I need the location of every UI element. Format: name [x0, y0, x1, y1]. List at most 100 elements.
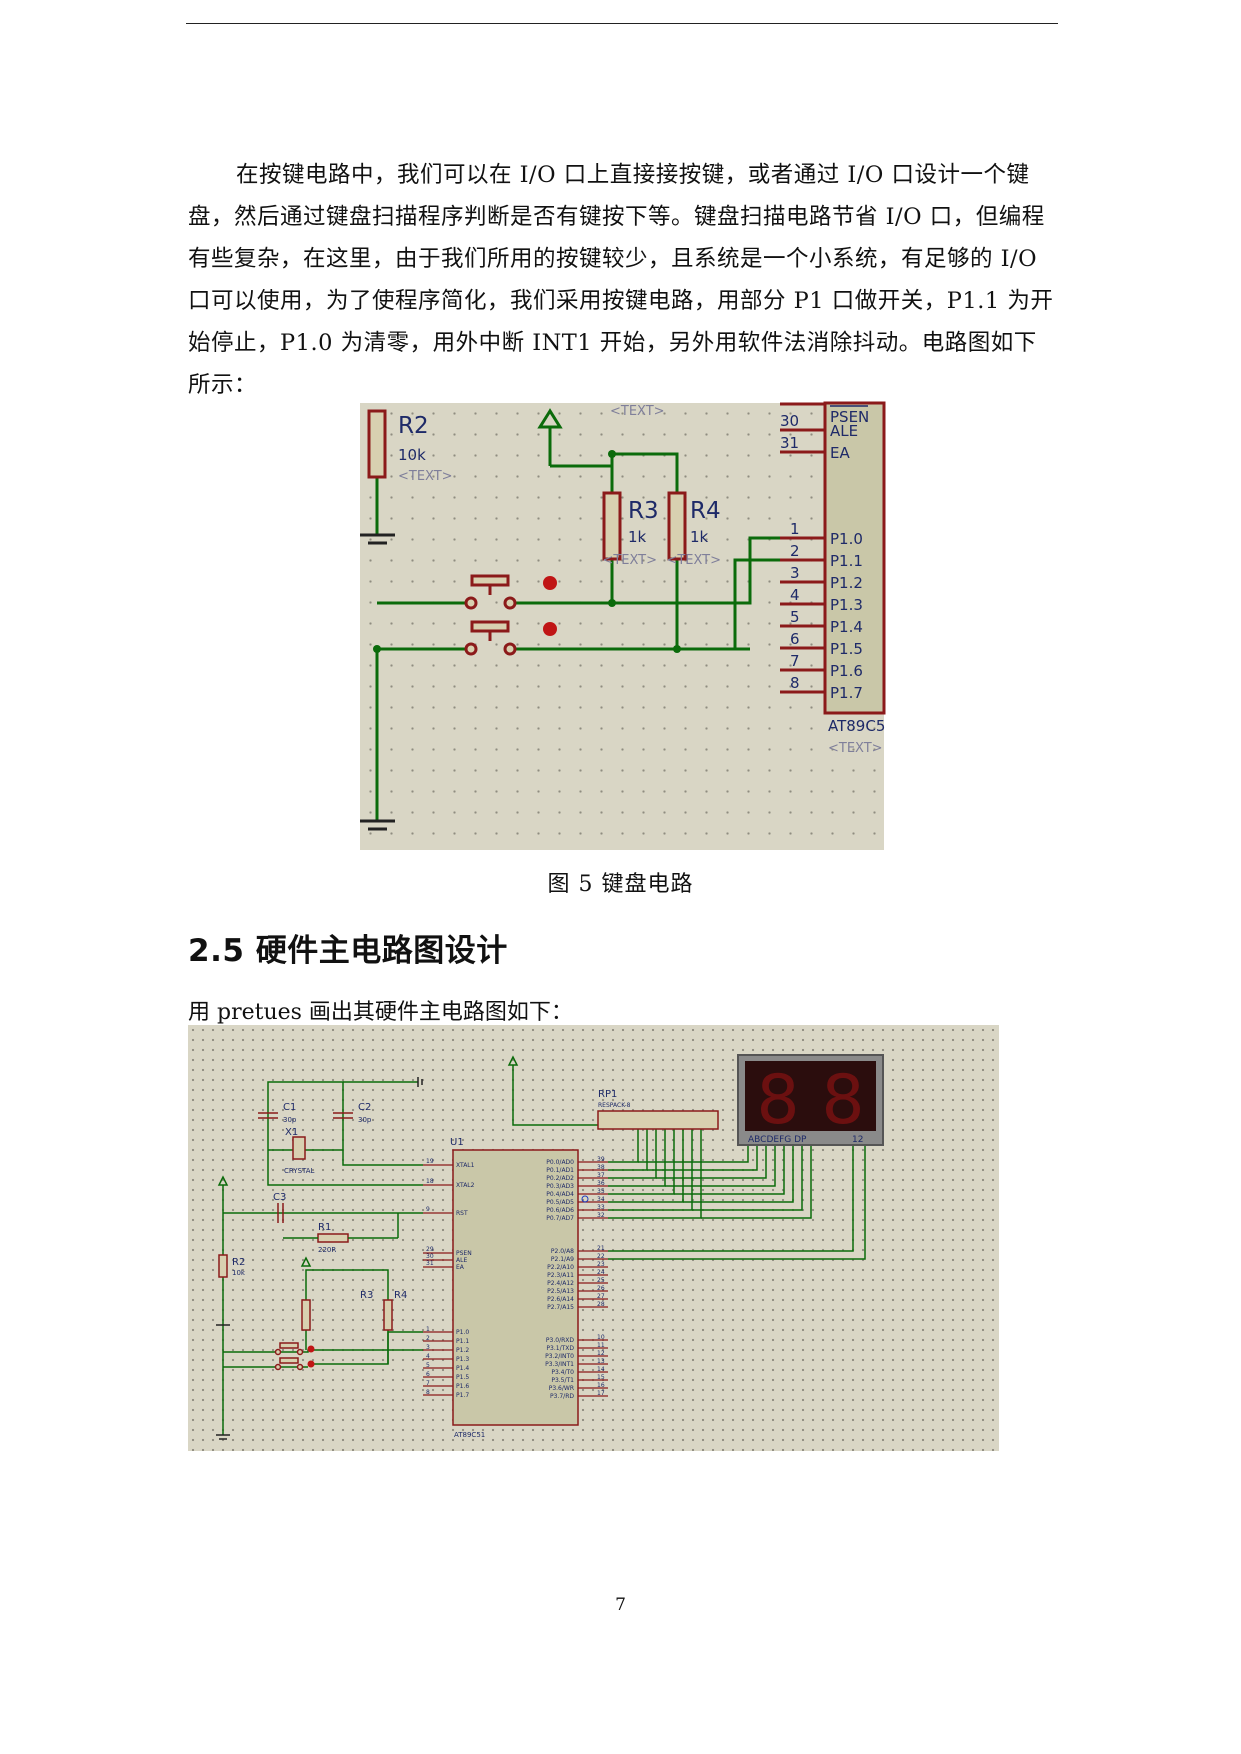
bus-wire	[608, 1129, 702, 1219]
psen-pin-label: PSEN	[830, 408, 869, 426]
resistor-r2-body	[218, 1254, 228, 1278]
pin-name: P1.5	[830, 640, 863, 658]
pin-name: PSEN	[456, 1250, 472, 1257]
bus-wire	[674, 1145, 785, 1195]
pin-number: 19	[426, 1158, 434, 1165]
at89c51-chip-body	[452, 1149, 579, 1426]
chip-top-pin-lines	[780, 402, 825, 454]
pin-name: P1.1	[830, 552, 863, 570]
r1-label: R1	[318, 1222, 331, 1233]
c2-label: C2	[358, 1102, 371, 1113]
bus-wire	[692, 1145, 803, 1211]
pin-number: 3	[426, 1344, 430, 1351]
pin-number: 31	[780, 434, 799, 452]
power-terminal-icon	[217, 1175, 229, 1186]
keyboard-circuit-schematic: R2 10k <TEXT> <TEXT> R3 1k R4 1k <TEXT> …	[360, 401, 886, 831]
c1-value: 30p	[283, 1116, 297, 1124]
power-terminal-icon	[300, 1256, 312, 1267]
pin-number: 2	[426, 1335, 430, 1342]
pin-number: 18	[426, 1178, 434, 1185]
pin-number: 4	[790, 586, 800, 604]
resistor-r4-body	[383, 1299, 393, 1331]
pin-number: 10	[597, 1334, 605, 1341]
pin-name: P2.3/A11	[547, 1272, 574, 1279]
digit-wire	[608, 1145, 866, 1260]
r3-ref-label: R3	[628, 498, 659, 524]
pin-name: P2.7/A15	[547, 1304, 574, 1311]
pin-name: P0.4/AD4	[546, 1191, 574, 1198]
pin-name: XTAL2	[456, 1182, 475, 1189]
pin-name: P1.3	[830, 596, 863, 614]
pin-number: 30	[426, 1253, 434, 1260]
pin-name: P2.6/A14	[547, 1296, 574, 1303]
pin-number: 34	[597, 1196, 605, 1203]
pin-name: P0.6/AD6	[546, 1207, 574, 1214]
pin-number: 5	[790, 608, 800, 626]
pin-number: 26	[597, 1285, 605, 1292]
pin-number: 11	[597, 1342, 605, 1349]
digit-2: 8	[821, 1061, 864, 1140]
bus-wire	[647, 1145, 758, 1171]
pin-name: P1.1	[456, 1338, 469, 1345]
pin-name: P2.0/A8	[551, 1248, 574, 1255]
crystal-label: CRYSTAL	[284, 1167, 315, 1175]
pin-number: 23	[597, 1261, 605, 1268]
resistor-r1-body	[317, 1233, 349, 1243]
switch-marker-icon	[307, 1360, 315, 1368]
pin-number: 16	[597, 1382, 605, 1389]
chip-right-pins: 39P0.0/AD038P0.1/AD137P0.2/AD236P0.3/AD3…	[545, 1156, 608, 1400]
pin-number: 1	[426, 1326, 430, 1333]
c2-value: 30p	[358, 1116, 372, 1124]
pin-number: 38	[597, 1164, 605, 1171]
pin-number: 28	[597, 1301, 605, 1308]
pin-name: P0.3/AD3	[546, 1183, 574, 1190]
section-heading: 2.5 硬件主电路图设计	[188, 933, 508, 969]
pin-name: P2.1/A9	[551, 1256, 574, 1263]
pin-number: 37	[597, 1172, 605, 1179]
r4-ref-label: R4	[690, 498, 721, 524]
bus-wire	[608, 1129, 648, 1171]
x1-label: X1	[285, 1127, 298, 1138]
keyboard-circuit-figure: R2 10k <TEXT> <TEXT> R3 1k R4 1k <TEXT> …	[360, 401, 886, 850]
r4-text-tag: <TEXT>	[666, 553, 721, 568]
bus-wire	[608, 1129, 639, 1163]
pin-number: 33	[597, 1204, 605, 1211]
pin-name: P1.4	[456, 1365, 469, 1372]
resistor-r2-body	[367, 409, 387, 479]
r3-value-label: 1k	[628, 528, 647, 546]
pin-number: 8	[790, 674, 800, 692]
pin-name: P0.5/AD5	[546, 1199, 574, 1206]
pin-number: 17	[597, 1390, 605, 1397]
pin-number: 31	[426, 1260, 434, 1267]
pin-name: P1.6	[456, 1383, 469, 1390]
pin-number: 7	[790, 652, 800, 670]
pin-name: P1.3	[456, 1356, 469, 1363]
pin-name: P1.7	[456, 1392, 469, 1399]
r4-label: R4	[394, 1290, 407, 1301]
probe-marker-icon	[581, 1195, 589, 1203]
pin-name: P1.2	[830, 574, 863, 592]
pin-name: ALE	[830, 422, 858, 440]
at89c5-chip-body	[823, 401, 886, 715]
pin-number: 36	[597, 1180, 605, 1187]
switch-marker-icon	[307, 1345, 315, 1353]
capacitors	[258, 1112, 353, 1223]
switch-marker-icon	[543, 576, 557, 590]
bus-wire	[638, 1145, 749, 1163]
pin-number: 8	[426, 1389, 430, 1396]
pin-name: P1.6	[830, 662, 863, 680]
pin-number: 22	[597, 1253, 605, 1260]
pin-number: 1	[790, 520, 800, 538]
paragraph-text: 在按键电路中，我们可以在 I/O 口上直接接按键，或者通过 I/O 口设计一个键…	[188, 162, 1054, 398]
pin-number: 25	[597, 1277, 605, 1284]
c1-label: C1	[283, 1102, 296, 1113]
pin-number: 9	[426, 1206, 430, 1213]
power-terminal-icon	[537, 408, 563, 429]
pin-number: 35	[597, 1188, 605, 1195]
pin-number: 15	[597, 1374, 605, 1381]
rp1-type: RESPACK-8	[598, 1102, 631, 1109]
chip-name-label: AT89C5	[828, 717, 885, 735]
bus-wire	[665, 1145, 776, 1187]
